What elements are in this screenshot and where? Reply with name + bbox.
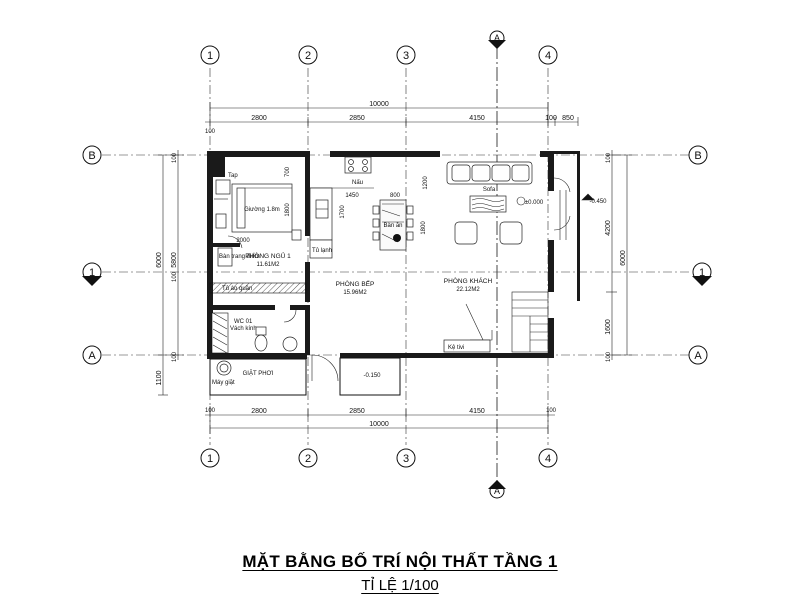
dim-bed-height: 1800 [285, 203, 291, 217]
drawing-scale-text: TỈ LỆ 1/100 [361, 577, 439, 594]
drawing-scale: TỈ LỆ 1/100 [0, 577, 800, 594]
axis-label-1-top: 1 [207, 50, 213, 62]
label-drying: GIẶT PHƠI [243, 370, 274, 377]
axis-label-3-top: 3 [403, 50, 409, 62]
dimensions-top: 10000 2800 2850 4150 100 850 100 [205, 101, 579, 135]
axis-label-1-bottom: 1 [207, 453, 213, 465]
axis-label-a-left: A [88, 350, 96, 362]
room-living-area: 22.12M2 [456, 287, 480, 293]
dim-bottom-seg-1: 2800 [251, 408, 267, 415]
dim-kitchen-d2: 1800 [421, 221, 427, 235]
section-label-top: A [494, 33, 500, 43]
dim-left-inner-4: 100 [172, 351, 178, 362]
room-kitchen-name: PHÒNG BẾP [336, 278, 375, 288]
wc: WC 01 Vách kính [211, 309, 298, 354]
drawing-title-text: MẶT BẰNG BỐ TRÍ NỘI THẤT TẦNG 1 [242, 552, 558, 571]
room-kitchen-area: 15.96M2 [343, 290, 367, 296]
dim-right-inner-3: 100 [606, 152, 612, 163]
label-tv: Kệ tivi [448, 345, 464, 351]
axis-label-1-right: 1 [699, 267, 705, 279]
grid-lines [102, 45, 690, 488]
label-wardrobe: Tủ áo quần [222, 285, 252, 292]
dim-right-inner-2: 1600 [605, 319, 612, 335]
dimensions-left: 6000 1100 5800 100 100 100 [156, 150, 184, 396]
axis-label-2-top: 2 [305, 50, 311, 62]
dim-kitchen-d1: 1700 [340, 205, 346, 219]
axis-label-3-bottom: 3 [403, 453, 409, 465]
dim-left-inner-2: 100 [172, 152, 178, 163]
axis-label-b-right: B [694, 150, 701, 162]
label-tap: Tap [228, 173, 238, 179]
dim-top-seg-3: 4150 [469, 115, 485, 122]
dim-top-total: 10000 [369, 101, 389, 108]
grid-bubbles-vertical: 1 2 3 4 1 2 3 4 [200, 45, 558, 468]
level-entry: -0.150 [363, 373, 381, 379]
label-wc: WC 01 [234, 319, 253, 325]
axis-label-2-bottom: 2 [305, 453, 311, 465]
dim-top-seg-2: 2850 [349, 115, 365, 122]
kitchen: Nấu 1450 800 1200 1700 1800 Tủ lạnh Bàn … [309, 156, 429, 296]
drawing-title: MẶT BẰNG BỐ TRÍ NỘI THẤT TẦNG 1 [0, 552, 800, 572]
dim-bottom-seg-3: 4150 [469, 408, 485, 415]
axis-label-4-bottom: 4 [545, 453, 551, 465]
section-label-bottom: A [494, 486, 500, 496]
dim-bed-width: 2000 [236, 238, 250, 244]
grid-bubbles-horizontal: B B 1 1 A A [82, 145, 712, 365]
label-bed: Giường 1.8m [244, 207, 280, 213]
dim-kitchen-h: 1200 [423, 176, 429, 190]
dim-left-inner-1: 5800 [171, 252, 178, 268]
dim-bottom-edge-1: 100 [205, 408, 216, 414]
dim-right-inner-4: 100 [606, 351, 612, 362]
level-living: ±0.000 [525, 200, 544, 206]
label-glass: Vách kính [230, 326, 257, 332]
label-sofa: Sofa [483, 187, 496, 193]
dim-top-seg-4: 100 [545, 115, 557, 122]
drying-area: Máy giặt GIẶT PHƠI -0.150 [209, 354, 401, 396]
dimensions-right: 4200 1600 100 100 6000 [605, 150, 632, 362]
room-bedroom-name: PHÒNG NGỦ 1 [245, 251, 291, 260]
label-cook: Nấu [352, 180, 363, 186]
label-dining: Bàn ăn [383, 223, 402, 229]
dim-left-outer-2: 1100 [156, 370, 163, 385]
dim-top-seg-5: 850 [562, 115, 574, 122]
dim-right-outer: 6000 [620, 250, 627, 266]
dim-top-seg-1: 2800 [251, 115, 267, 122]
dimensions-bottom: 2800 2850 4150 100 100 10000 [205, 406, 557, 434]
dim-bottom-edge-2: 100 [546, 408, 557, 414]
axis-label-a-right: A [694, 350, 702, 362]
dim-bottom-total: 10000 [369, 421, 389, 428]
terrace: -0.450 [553, 177, 607, 240]
dim-kitchen-w: 1450 [345, 193, 359, 199]
dim-left-outer-1: 6000 [156, 252, 163, 268]
dim-left-inner-3: 100 [172, 271, 178, 282]
axis-label-4-top: 4 [545, 50, 551, 62]
label-desk: Bàn trang điểm [219, 253, 260, 260]
axis-label-1-left: 1 [89, 267, 95, 279]
dim-kitchen-gap: 800 [390, 193, 401, 199]
staircase [465, 291, 549, 353]
axis-label-b-left: B [88, 150, 95, 162]
dim-bed-top: 700 [285, 166, 291, 177]
dim-right-inner-1: 4200 [605, 220, 612, 236]
label-washer: Máy giặt [212, 380, 235, 386]
room-living-name: PHÒNG KHÁCH [444, 276, 493, 285]
walls [207, 151, 580, 359]
dim-bottom-seg-2: 2850 [349, 408, 365, 415]
section-markers: A A [488, 30, 506, 499]
level-terrace: -0.450 [589, 199, 607, 205]
bedroom: Giường 1.8m Tap Bàn trang điểm 2000 1800… [214, 166, 302, 292]
label-fridge: Tủ lạnh [312, 247, 332, 254]
living-room: Sofa ±0.000 PHÒNG KHÁCH 22.12M2 Kệ tivi [443, 161, 549, 353]
room-bedroom-area: 11.61M2 [257, 262, 281, 268]
dim-top-edge: 100 [205, 129, 216, 135]
